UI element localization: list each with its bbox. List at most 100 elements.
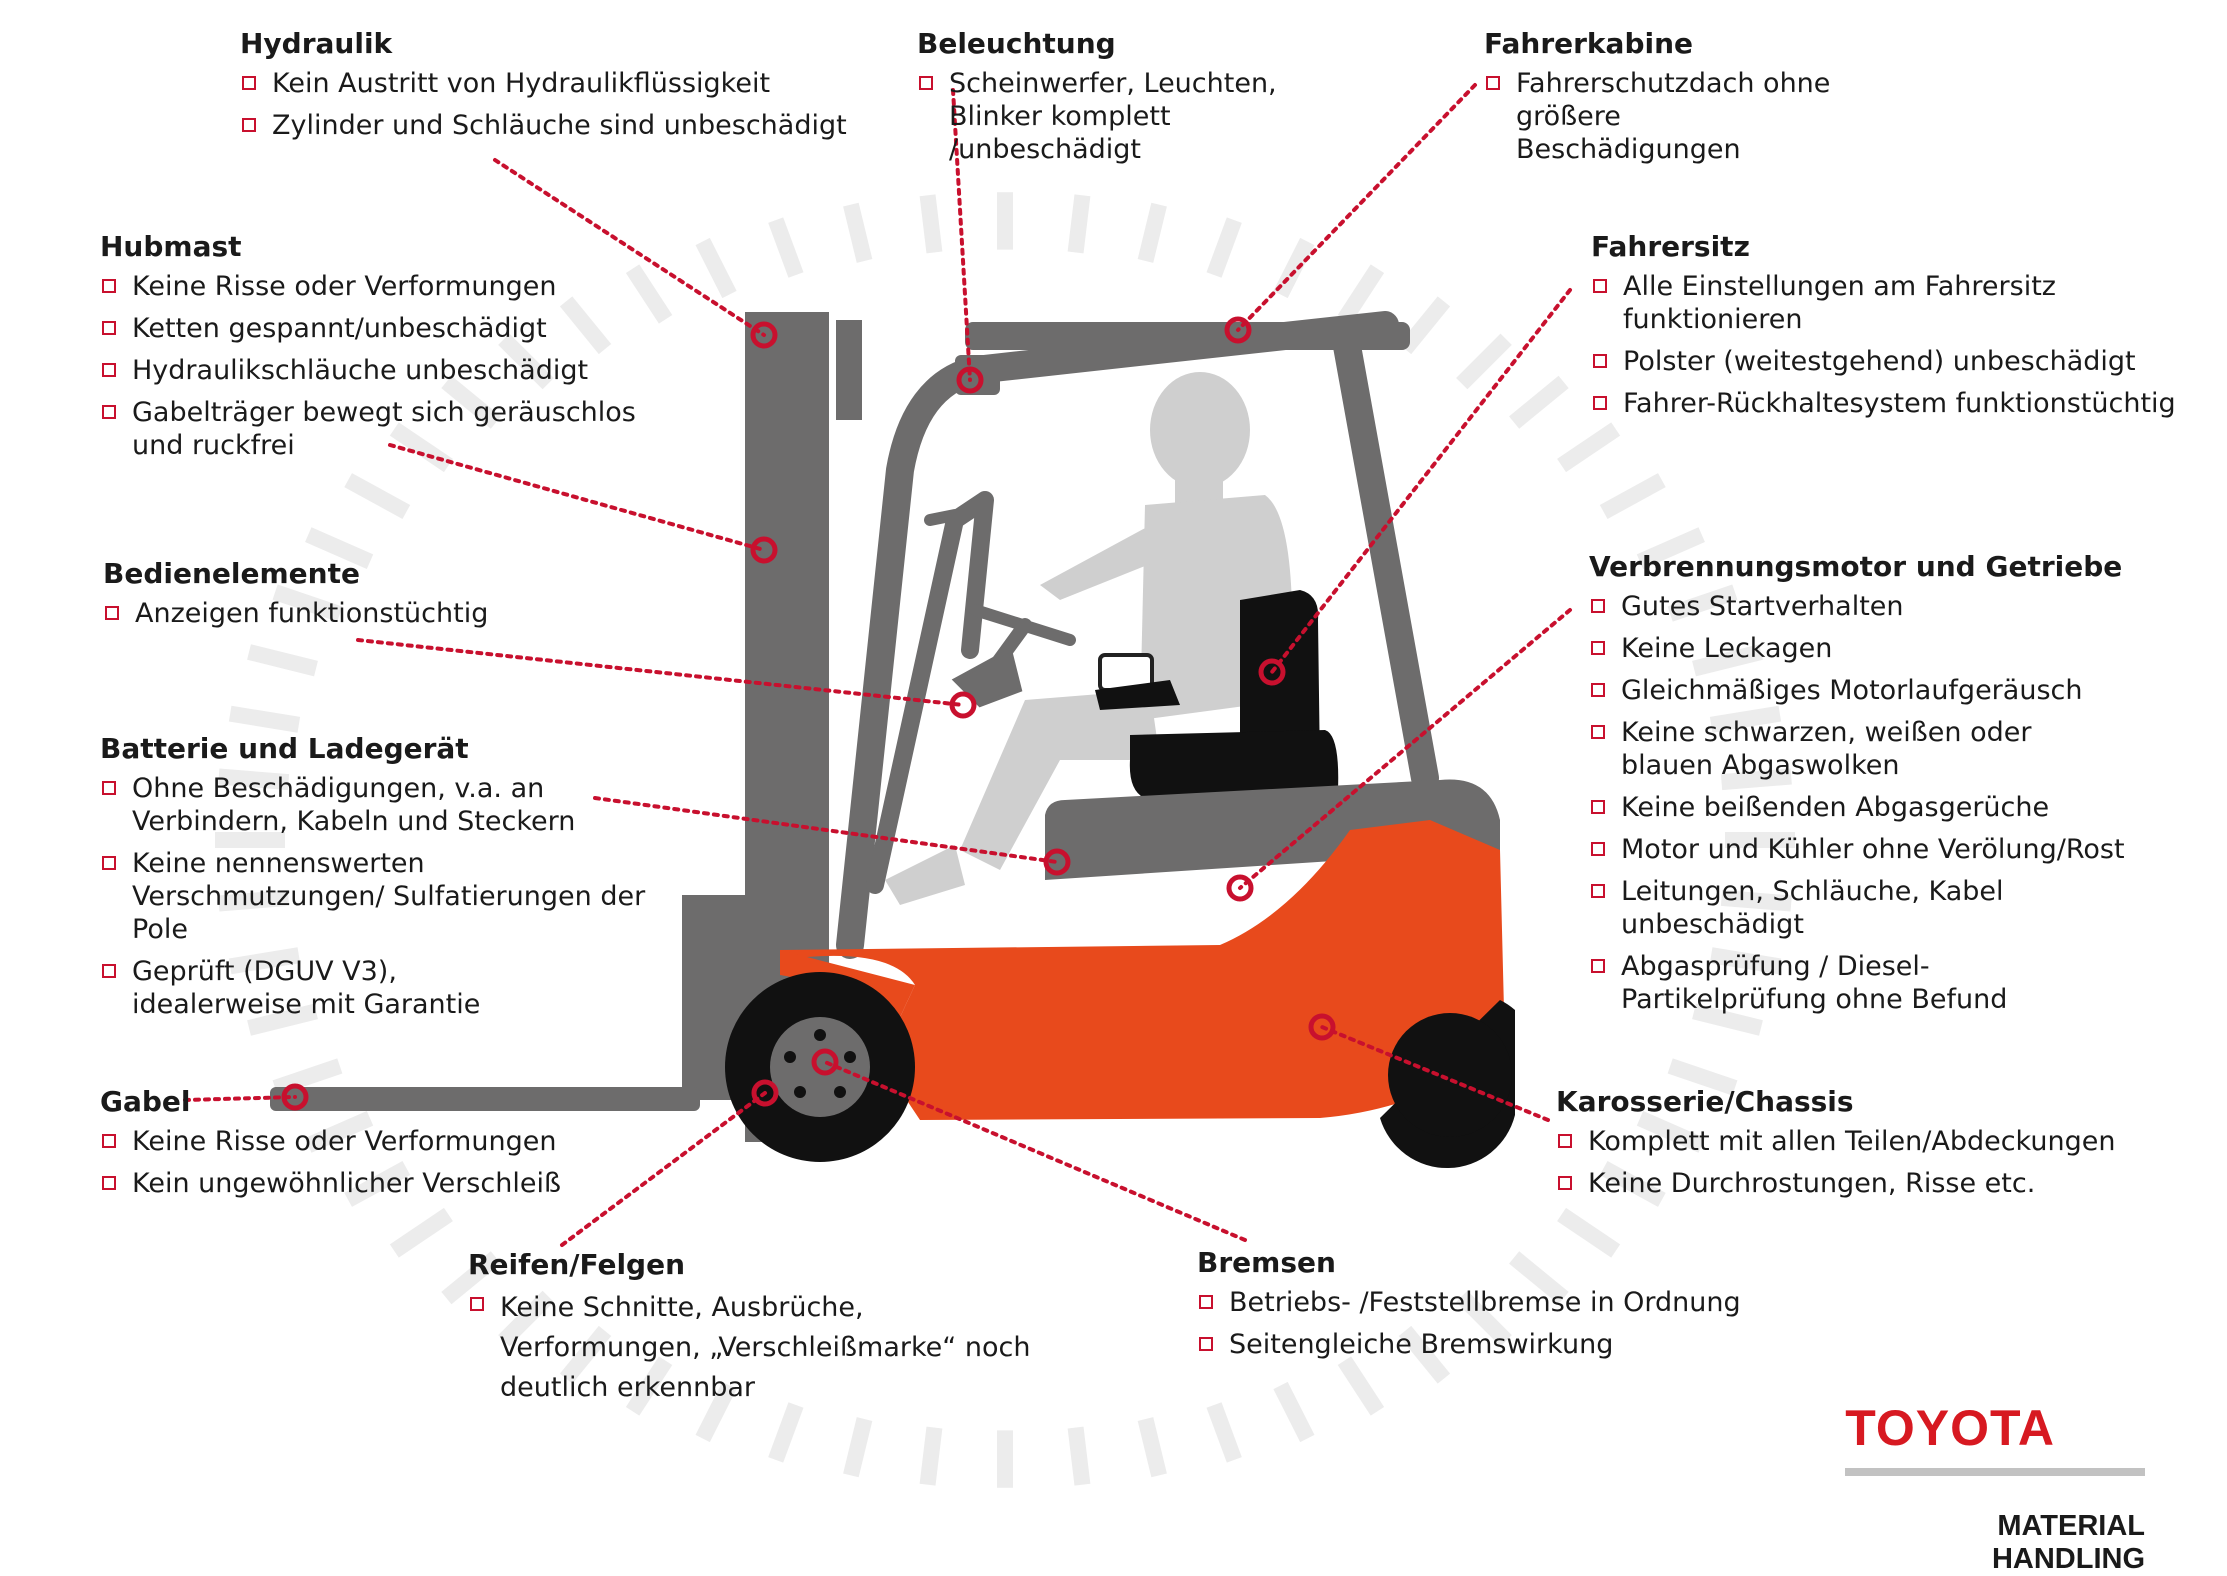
checkbox-icon[interactable] bbox=[1591, 683, 1605, 697]
checkbox-icon[interactable] bbox=[105, 606, 119, 620]
checkbox-icon[interactable] bbox=[1591, 842, 1605, 856]
check-item: Keine beißenden Abgasgerüche bbox=[1589, 791, 2149, 824]
check-item: Zylinder und Schläuche sind unbeschädigt bbox=[240, 109, 847, 142]
checkbox-icon[interactable] bbox=[102, 1134, 116, 1148]
inspection-point-marker[interactable] bbox=[949, 691, 977, 719]
checkbox-icon[interactable] bbox=[1486, 76, 1500, 90]
check-item: Motor und Kühler ohne Verölung/Rost bbox=[1589, 833, 2149, 866]
check-item: Keine Schnitte, Ausbrüche, Verformungen,… bbox=[468, 1288, 1068, 1408]
ray bbox=[1273, 1381, 1315, 1443]
checkbox-icon[interactable] bbox=[1591, 959, 1605, 973]
inspection-point-marker[interactable] bbox=[1224, 316, 1252, 344]
ray bbox=[843, 202, 873, 263]
ray bbox=[1667, 1058, 1738, 1096]
group-beleuchtung: Beleuchtung Scheinwerfer, Leuchten, Blin… bbox=[917, 25, 1357, 175]
ray bbox=[1509, 375, 1569, 429]
ray bbox=[228, 705, 301, 733]
group-title: Fahrerkabine bbox=[1484, 27, 1694, 60]
group-title: Karosserie/Chassis bbox=[1556, 1085, 1854, 1118]
checkbox-icon[interactable] bbox=[102, 856, 116, 870]
checkbox-icon[interactable] bbox=[102, 279, 116, 293]
ray bbox=[768, 217, 804, 278]
check-item: Fahrerschutzdach ohne größere Beschädigu… bbox=[1484, 67, 1854, 166]
inspection-point-marker[interactable] bbox=[811, 1048, 839, 1076]
ray bbox=[843, 1417, 873, 1478]
ray bbox=[247, 644, 318, 677]
inspection-point-marker[interactable] bbox=[751, 1079, 779, 1107]
checkbox-icon[interactable] bbox=[242, 76, 256, 90]
leader-line bbox=[823, 1060, 1247, 1242]
steering bbox=[951, 604, 1076, 708]
checkbox-icon[interactable] bbox=[1593, 396, 1607, 410]
leader-line bbox=[560, 1091, 767, 1247]
check-item: Polster (weitestgehend) unbeschädigt bbox=[1591, 345, 2227, 378]
leader-line bbox=[1270, 288, 1572, 674]
group-batterie: Batterie und Ladegerät Ohne Beschädigung… bbox=[100, 730, 660, 1030]
check-item: Keine nennenswerten Verschmutzungen/ Sul… bbox=[100, 847, 660, 946]
inspection-point-marker[interactable] bbox=[1226, 874, 1254, 902]
ray bbox=[1667, 584, 1738, 622]
group-reifen: Reifen/Felgen Keine Schnitte, Ausbrüche,… bbox=[468, 1246, 1068, 1417]
ray bbox=[305, 1110, 374, 1153]
checkbox-icon[interactable] bbox=[1591, 641, 1605, 655]
checkbox-icon[interactable] bbox=[919, 76, 933, 90]
leader-line bbox=[183, 1095, 297, 1102]
rear-wheel bbox=[1380, 1000, 1515, 1169]
checkbox-icon[interactable] bbox=[1593, 354, 1607, 368]
checkbox-icon[interactable] bbox=[1591, 800, 1605, 814]
checkbox-icon[interactable] bbox=[1591, 725, 1605, 739]
ray bbox=[1206, 217, 1242, 278]
ray bbox=[389, 1207, 453, 1258]
checkbox-icon[interactable] bbox=[1199, 1295, 1213, 1309]
checkbox-icon[interactable] bbox=[1199, 1337, 1213, 1351]
inspection-point-marker[interactable] bbox=[281, 1083, 309, 1111]
checkbox-icon[interactable] bbox=[470, 1297, 484, 1311]
group-fahrerkabine: Fahrerkabine Fahrerschutzdach ohne größe… bbox=[1484, 25, 1854, 175]
checkbox-icon[interactable] bbox=[102, 405, 116, 419]
ray bbox=[1557, 1207, 1621, 1258]
ray bbox=[1398, 296, 1451, 355]
ray bbox=[305, 527, 374, 570]
ray bbox=[1456, 1290, 1512, 1347]
group-motor: Verbrennungsmotor und Getriebe Gutes Sta… bbox=[1589, 548, 2149, 1025]
checkbox-icon[interactable] bbox=[1591, 884, 1605, 898]
ray bbox=[1599, 473, 1666, 520]
inspection-point-marker[interactable] bbox=[956, 366, 984, 394]
inspection-point-marker[interactable] bbox=[750, 536, 778, 564]
ray bbox=[218, 768, 290, 791]
leader-line bbox=[1320, 1025, 1550, 1122]
group-title: Verbrennungsmotor und Getriebe bbox=[1589, 550, 2123, 583]
front-wheel bbox=[725, 972, 915, 1162]
check-item: Keine schwarzen, weißen oder blauen Abga… bbox=[1589, 716, 2041, 782]
ray bbox=[1720, 768, 1792, 791]
ray bbox=[1692, 644, 1763, 677]
ray bbox=[1709, 705, 1782, 733]
inspection-point-marker[interactable] bbox=[750, 321, 778, 349]
checkbox-icon[interactable] bbox=[242, 118, 256, 132]
checkbox-icon[interactable] bbox=[1558, 1134, 1572, 1148]
ray bbox=[559, 1325, 612, 1384]
ray bbox=[1398, 1325, 1451, 1384]
group-gabel: Gabel Keine Risse oder Verformungen Kein… bbox=[100, 1083, 561, 1209]
inspection-point-marker[interactable] bbox=[1043, 848, 1071, 876]
ray bbox=[1509, 1251, 1569, 1305]
inspection-point-marker[interactable] bbox=[1308, 1013, 1336, 1041]
checkbox-icon[interactable] bbox=[102, 321, 116, 335]
ray bbox=[441, 1251, 501, 1305]
group-title: Reifen/Felgen bbox=[468, 1248, 686, 1281]
ray bbox=[625, 264, 673, 324]
checkbox-icon[interactable] bbox=[102, 1176, 116, 1190]
checkbox-icon[interactable] bbox=[102, 781, 116, 795]
checkbox-icon[interactable] bbox=[102, 363, 116, 377]
checkbox-icon[interactable] bbox=[1591, 599, 1605, 613]
checkbox-icon[interactable] bbox=[1558, 1176, 1572, 1190]
checkbox-icon[interactable] bbox=[1593, 279, 1607, 293]
ray bbox=[1709, 947, 1782, 975]
check-item: Seitengleiche Bremswirkung bbox=[1197, 1328, 1741, 1361]
checkbox-icon[interactable] bbox=[102, 964, 116, 978]
group-fahrersitz: Fahrersitz Alle Einstellungen am Fahrers… bbox=[1591, 228, 2227, 429]
check-item: Keine Durchrostungen, Risse etc. bbox=[1556, 1167, 2115, 1200]
inspection-point-marker[interactable] bbox=[1258, 658, 1286, 686]
background-rays bbox=[215, 192, 1795, 1488]
check-item: Kein Austritt von Hydraulikflüssigkeit bbox=[240, 67, 847, 100]
